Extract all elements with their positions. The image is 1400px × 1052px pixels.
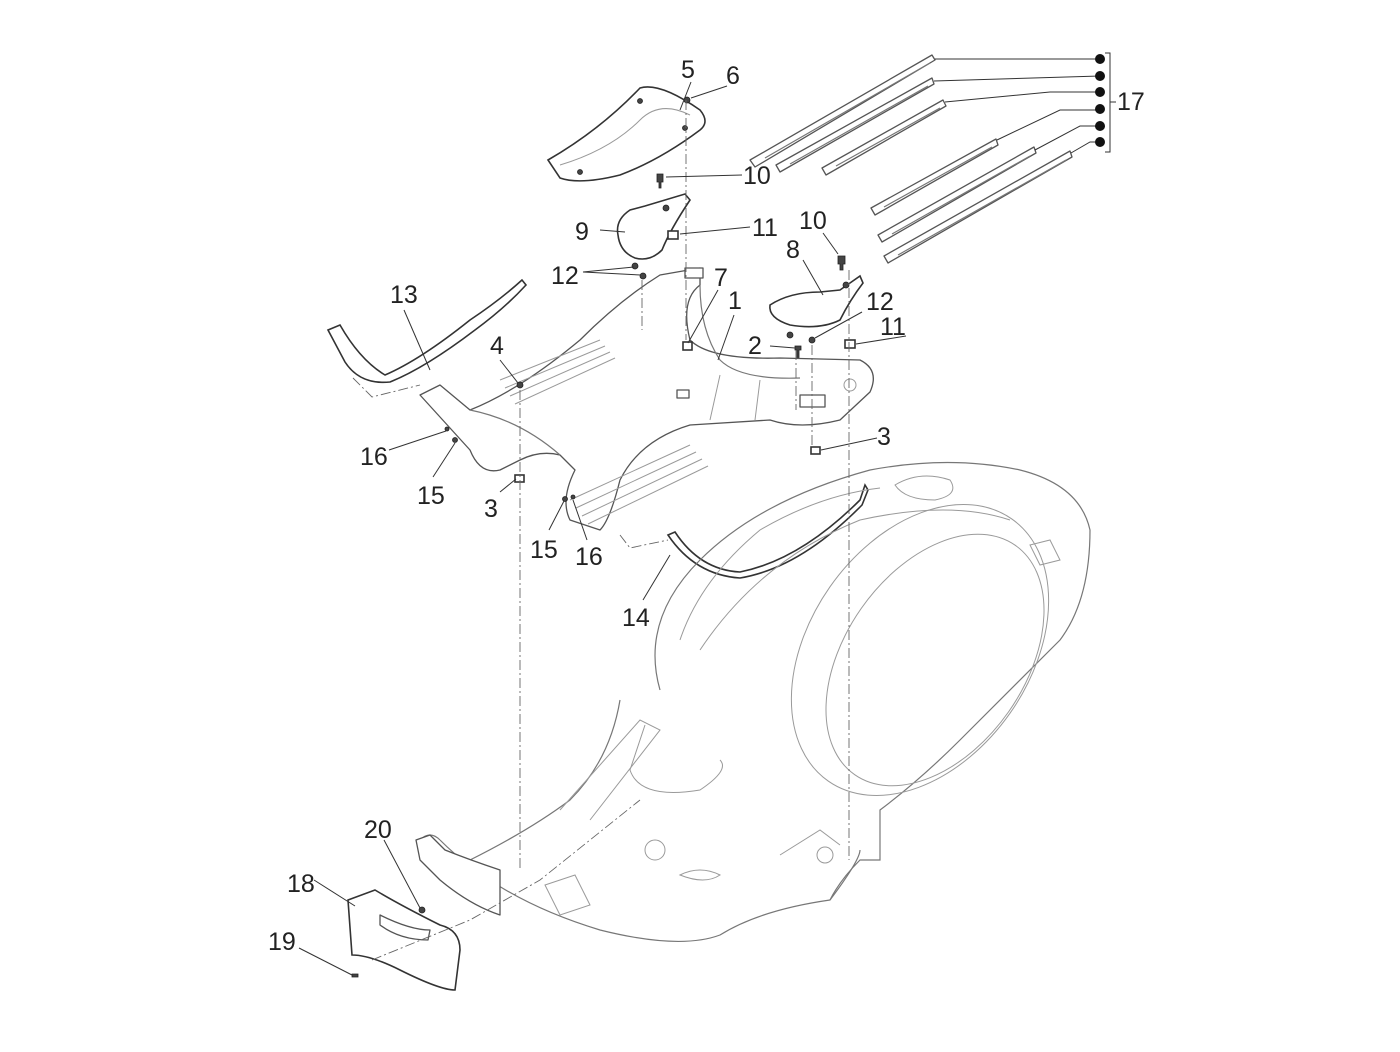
screw-12 bbox=[639, 272, 647, 280]
screw-10 bbox=[656, 173, 664, 189]
callout-1: 1 bbox=[728, 287, 742, 315]
callout-10: 10 bbox=[743, 162, 771, 190]
screw-10 bbox=[837, 255, 846, 271]
floor-strips-17 bbox=[749, 52, 1116, 264]
callout-5: 5 bbox=[681, 56, 695, 84]
callout-2: 2 bbox=[748, 332, 762, 360]
callout-17: 17 bbox=[1117, 88, 1145, 116]
callout-3: 3 bbox=[484, 495, 498, 523]
callout-8: 8 bbox=[786, 236, 800, 264]
callout-3: 3 bbox=[877, 423, 891, 451]
screw-15 bbox=[562, 496, 568, 502]
passenger-footrest-9 bbox=[616, 193, 691, 260]
callout-11: 11 bbox=[880, 313, 906, 341]
screw-12 bbox=[808, 336, 816, 344]
callout-labels: 1 2 3 3 4 5 6 7 8 9 10 10 11 11 12 12 13… bbox=[268, 56, 1145, 956]
floor-trim-14 bbox=[619, 483, 869, 579]
callout-15: 15 bbox=[530, 536, 558, 564]
callout-20: 20 bbox=[364, 816, 392, 844]
callout-10: 10 bbox=[799, 207, 827, 235]
callout-7: 7 bbox=[714, 264, 728, 292]
floor-panel-1 bbox=[419, 267, 874, 531]
floor-strip bbox=[870, 138, 999, 216]
floor-strip bbox=[877, 146, 1037, 243]
clip-nut-3 bbox=[810, 446, 821, 455]
callout-13: 13 bbox=[390, 281, 418, 309]
washer-16 bbox=[444, 426, 450, 432]
callout-14: 14 bbox=[622, 604, 650, 632]
mount-flap bbox=[415, 834, 501, 916]
floor-strip bbox=[821, 99, 947, 176]
floor-strip bbox=[775, 77, 935, 173]
front-lower-cover-18 bbox=[347, 889, 461, 991]
floor-strip bbox=[749, 54, 936, 168]
clip-nut-11 bbox=[667, 230, 679, 240]
washer-16 bbox=[570, 494, 576, 500]
callout-6: 6 bbox=[726, 62, 740, 90]
screw-12 bbox=[631, 262, 639, 270]
callout-16: 16 bbox=[360, 443, 388, 471]
scooter-body bbox=[418, 461, 1091, 943]
callout-11: 11 bbox=[752, 214, 778, 242]
callout-4: 4 bbox=[490, 332, 504, 360]
screw-4 bbox=[516, 381, 524, 389]
callout-15: 15 bbox=[417, 482, 445, 510]
screw-12 bbox=[786, 331, 794, 339]
bullet-icon bbox=[1095, 71, 1105, 81]
callout-18: 18 bbox=[287, 870, 315, 898]
floor-strip bbox=[883, 150, 1073, 264]
bullet-icon bbox=[1095, 104, 1105, 114]
screw-15 bbox=[452, 437, 458, 443]
callout-9: 9 bbox=[575, 218, 589, 246]
leader-lines bbox=[298, 81, 907, 976]
clip-20 bbox=[418, 906, 426, 914]
callout-12: 12 bbox=[551, 262, 579, 290]
clip-nut-11 bbox=[844, 339, 856, 349]
bullet-icon bbox=[1095, 137, 1105, 147]
tunnel-cover-5 bbox=[546, 86, 706, 182]
passenger-footrest-8 bbox=[769, 274, 864, 328]
clip-nut-7 bbox=[682, 341, 693, 351]
bullet-icon bbox=[1095, 121, 1105, 131]
callout-16: 16 bbox=[575, 543, 603, 571]
screw-19 bbox=[351, 973, 359, 978]
clip-nut-3 bbox=[514, 474, 525, 483]
bullet-icon bbox=[1095, 54, 1105, 64]
bullet-icon bbox=[1095, 87, 1105, 97]
callout-12: 12 bbox=[866, 288, 894, 316]
assembly-lines bbox=[371, 100, 850, 961]
callout-19: 19 bbox=[268, 928, 296, 956]
